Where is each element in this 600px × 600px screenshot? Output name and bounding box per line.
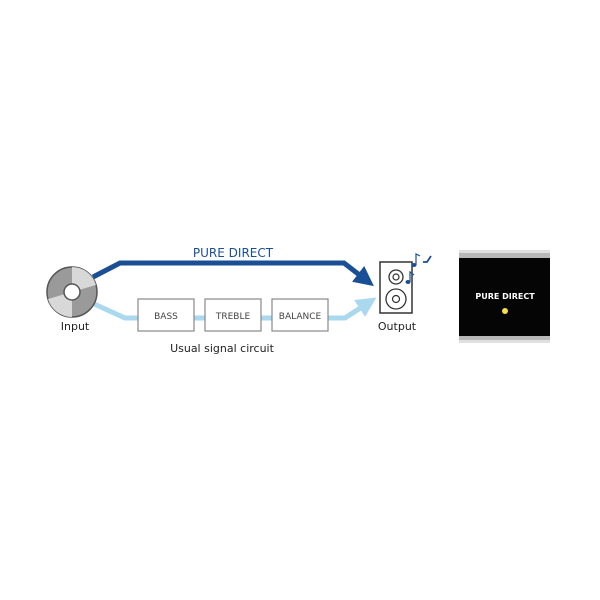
- panel-label: PURE DIRECT: [475, 292, 535, 301]
- input-label: Input: [61, 320, 90, 333]
- pure-direct-panel: PURE DIRECT: [459, 250, 550, 343]
- svg-text:BALANCE: BALANCE: [279, 312, 322, 322]
- pure-direct-label: PURE DIRECT: [193, 246, 274, 260]
- stage-bass: BASS: [137, 298, 195, 332]
- cd-disc-icon: [46, 266, 98, 318]
- circuit-label: Usual signal circuit: [170, 342, 275, 355]
- stage-treble: TREBLE: [204, 298, 262, 332]
- speaker-icon: [379, 261, 413, 314]
- stage-balance: BALANCE: [271, 298, 329, 332]
- output-label: Output: [378, 320, 417, 333]
- music-note-icon: [405, 253, 432, 284]
- svg-text:TREBLE: TREBLE: [215, 312, 251, 322]
- pure-direct-path: [91, 260, 374, 287]
- indicator-led: [502, 308, 508, 314]
- svg-text:BASS: BASS: [154, 312, 178, 322]
